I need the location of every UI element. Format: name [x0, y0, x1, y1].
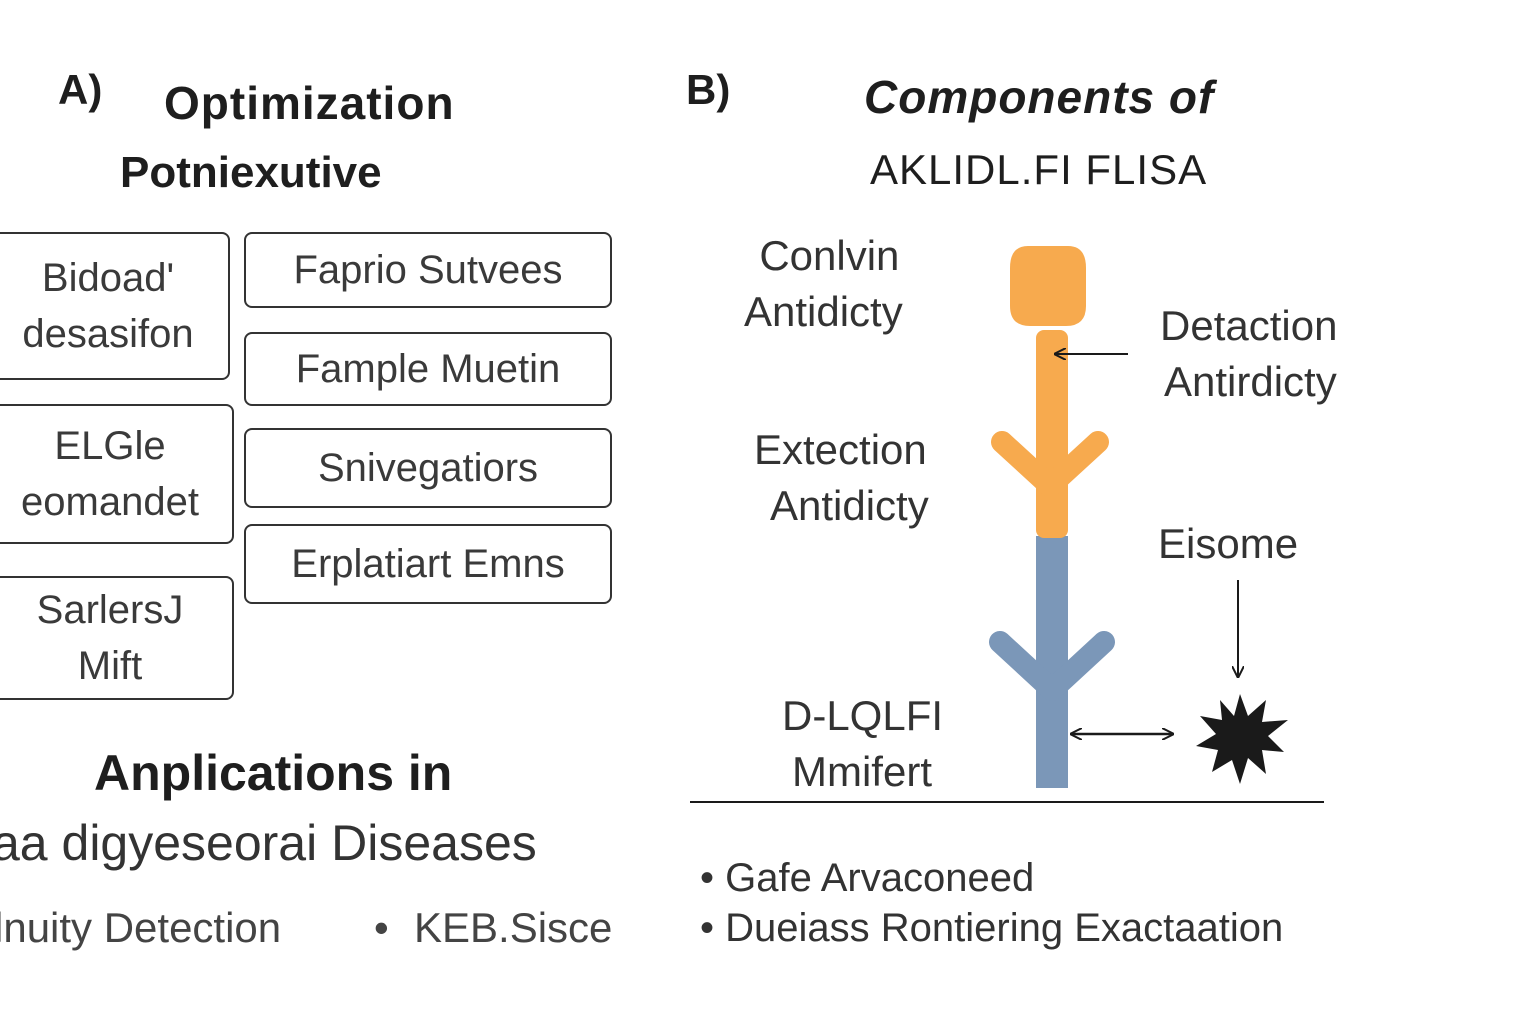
detection-antibody-arms [991, 431, 1109, 497]
applications-item-1: lnuity Detection [0, 904, 282, 951]
optimization-box-4: Faprio Sutvees [244, 232, 612, 308]
conjugate-antibody-label: Conlvin Antidicty [744, 228, 903, 340]
dlqlfi-label-line-2: Mmifert [792, 748, 932, 795]
detection-antibody-stem [1036, 330, 1068, 538]
extection-antibody-label: Extection Antidicty [754, 422, 929, 534]
detection-antibody-label: Detaction Antirdicty [1160, 298, 1337, 410]
box-6-label: Snivegatiors [317, 446, 539, 490]
optimization-box-5: Fample Muetin [244, 332, 612, 406]
optimization-box-2: ELGle eomandet [0, 404, 234, 544]
extection-label-line-2: Antidicty [770, 482, 929, 529]
panel-b-letter: B) [686, 66, 731, 113]
panel-b-title: Components of [864, 71, 1215, 123]
detection-label-line-1: Detaction [1160, 302, 1338, 349]
applications-bullet: • [374, 904, 389, 951]
optimization-box-7: Erplatiart Emns [244, 524, 612, 604]
bullet-dot-2-icon: • [700, 906, 726, 950]
conj-label-line-1: Conlvin [759, 232, 900, 279]
bullet-item-1: • Gafe Arvaconeed [700, 856, 1034, 901]
enzyme-burst [1196, 694, 1288, 784]
bullet-text-2: Dueiass Rontiering Exactaation [725, 906, 1284, 950]
box-7-label: Erplatiart Emns [291, 542, 565, 586]
box-1-line-1: Bidoad' [41, 256, 175, 300]
box-4-label: Faprio Sutvees [293, 248, 563, 292]
enzyme-label: Eisome [1158, 520, 1299, 567]
box-1-line-2: desasifon [22, 312, 194, 356]
capture-antibody-stem [1036, 536, 1068, 788]
detection-label-line-2: Antirdicty [1164, 358, 1337, 405]
panel-a-subtitle: Potniexutive [120, 148, 382, 197]
applications-item-2: KEB.Sisce [414, 904, 613, 951]
applications-title: Anplications in [94, 745, 453, 801]
conjugate-head [1010, 246, 1086, 326]
box-3-line-1: SarlersJ [36, 588, 184, 632]
optimization-box-6: Snivegatiors [244, 428, 612, 508]
applications-subtitle: aa digyeseorai Diseases [0, 815, 537, 871]
box-5-label: Fample Muetin [295, 347, 561, 391]
panel-a-title: Optimization [164, 77, 455, 129]
capture-antibody-arms [989, 631, 1115, 701]
bullet-item-2: • Dueiass Rontiering Exactaation [700, 906, 1283, 951]
extection-label-line-1: Extection [754, 426, 927, 473]
conj-label-line-2: Antidicty [744, 288, 903, 335]
optimization-box-3: SarlersJ Mift [0, 576, 234, 700]
bullet-text-1: Gafe Arvaconeed [725, 856, 1035, 900]
box-2-line-1: ELGle [54, 424, 166, 468]
panel-a-letter: A) [58, 66, 103, 113]
box-3-line-2: Mift [77, 644, 143, 688]
optimization-box-1: Bidoad' desasifon [0, 232, 230, 380]
box-2-line-2: eomandet [21, 480, 199, 524]
dlqlfi-label: D-LQLFI Mmifert [782, 688, 943, 800]
bullet-dot-1-icon: • [700, 856, 726, 900]
dlqlfi-label-line-1: D-LQLFI [782, 692, 944, 739]
panel-b-subtitle: AKLIDL.FI FLISA [870, 146, 1208, 193]
